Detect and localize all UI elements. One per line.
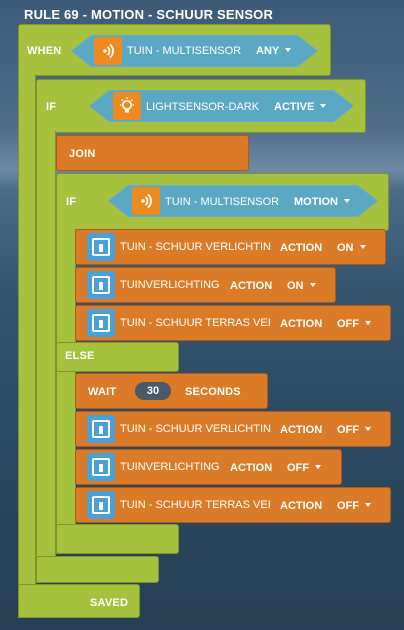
sensor-waves-icon [132, 187, 160, 215]
switch-icon [87, 415, 115, 443]
else-action-1-label: ACTION [280, 424, 323, 436]
else-bar [56, 342, 179, 372]
saved-label: SAVED [90, 597, 129, 609]
wait-unit-label: SECONDS [185, 386, 241, 398]
when-label: WHEN [27, 45, 62, 57]
when-block-footer [18, 584, 140, 618]
switch-icon [87, 271, 115, 299]
if1-condition-device: LIGHTSENSOR-DARK [146, 101, 260, 113]
wait-label: WAIT [88, 386, 117, 398]
lightbulb-icon [113, 92, 141, 120]
then-action-1-label: ACTION [280, 242, 323, 254]
switch-icon [87, 309, 115, 337]
join-label: JOIN [69, 148, 96, 160]
wait-block[interactable] [75, 373, 268, 409]
else-action-2-device: TUINVERLICHTING [120, 461, 220, 473]
switch-icon [87, 233, 115, 261]
then-action-3-device: TUIN - SCHUUR TERRAS VEI [120, 317, 271, 329]
if-label-2: IF [66, 196, 77, 208]
else-action-3-device: TUIN - SCHUUR TERRAS VEI [120, 499, 271, 511]
if-block-1-footer [36, 556, 159, 583]
else-action-2-dropdown[interactable]: OFF [287, 462, 321, 474]
then-action-2-dropdown[interactable]: ON [287, 280, 316, 292]
switch-icon [87, 453, 115, 481]
join-block[interactable] [56, 135, 249, 171]
else-action-2-label: ACTION [230, 462, 273, 474]
if-label-1: IF [46, 101, 57, 113]
rule-title: RULE 69 - MOTION - SCHUUR SENSOR [24, 7, 274, 22]
if2-condition-dropdown[interactable]: MOTION [294, 196, 350, 208]
wait-seconds-input[interactable]: 30 [135, 382, 171, 400]
then-action-2-label: ACTION [230, 280, 273, 292]
switch-icon [87, 491, 115, 519]
then-action-3[interactable] [75, 305, 391, 341]
sensor-waves-icon [94, 37, 122, 65]
then-action-1[interactable] [75, 229, 386, 265]
else-action-1-dropdown[interactable]: OFF [337, 424, 371, 436]
if-block-1-spine [36, 131, 56, 583]
else-action-1-device: TUIN - SCHUUR VERLICHTIN [120, 423, 271, 435]
then-action-1-device: TUIN - SCHUUR VERLICHTIN [120, 241, 271, 253]
when-trigger-device: TUIN - MULTISENSOR [127, 45, 242, 57]
then-action-1-dropdown[interactable]: ON [337, 242, 366, 254]
else-label: ELSE [65, 350, 95, 362]
when-trigger-dropdown[interactable]: ANY [256, 45, 291, 57]
then-action-3-dropdown[interactable]: OFF [337, 318, 371, 330]
else-action-3-dropdown[interactable]: OFF [337, 500, 371, 512]
if-block-2-spine [56, 229, 76, 554]
if1-condition-dropdown[interactable]: ACTIVE [274, 101, 326, 113]
then-action-3-label: ACTION [280, 318, 323, 330]
if2-condition-device: TUIN - MULTISENSOR [165, 196, 280, 208]
if-block-2-footer [56, 524, 179, 554]
else-action-3-label: ACTION [280, 500, 323, 512]
then-action-2-device: TUINVERLICHTING [120, 279, 220, 291]
when-block-spine [18, 74, 36, 618]
